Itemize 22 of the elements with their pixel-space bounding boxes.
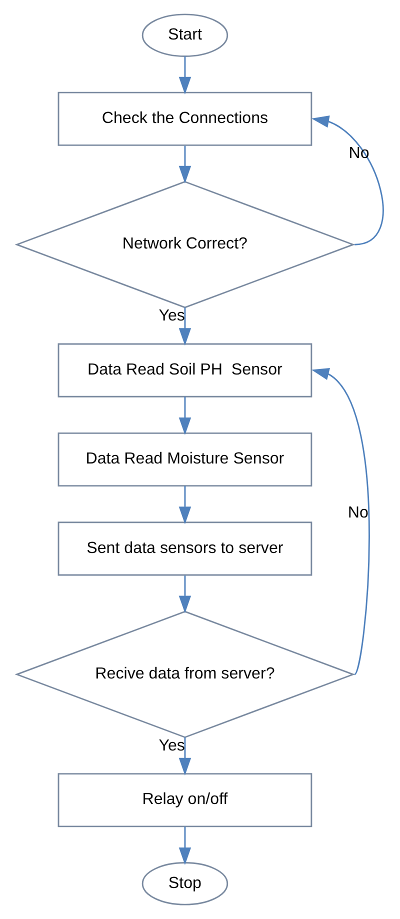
edge-label: Yes [158, 736, 185, 754]
node-diamond: Recive data from server? [14, 610, 356, 738]
arrow [178, 146, 192, 184]
arrow [178, 307, 192, 346]
edge-label: No [348, 503, 368, 522]
node-ellipse: Start [142, 14, 228, 57]
arrow [178, 737, 192, 776]
arrow [178, 826, 192, 865]
arrow [311, 368, 370, 675]
arrow [178, 576, 192, 614]
arrow [178, 396, 192, 436]
arrow [311, 116, 384, 246]
arrow [178, 486, 192, 524]
node-box: Check the Connections [58, 92, 312, 146]
node-ellipse: Stop [142, 862, 228, 906]
edge-label: Yes [158, 306, 185, 325]
node-diamond: Network Correct? [14, 180, 356, 308]
node-box: Data Read Soil PH Sensor [58, 343, 312, 398]
node-box: Sent data sensors to server [58, 522, 312, 576]
arrow [178, 56, 192, 94]
node-box: Data Read Moisture Sensor [58, 432, 312, 487]
node-box: Relay on/off [58, 773, 312, 828]
